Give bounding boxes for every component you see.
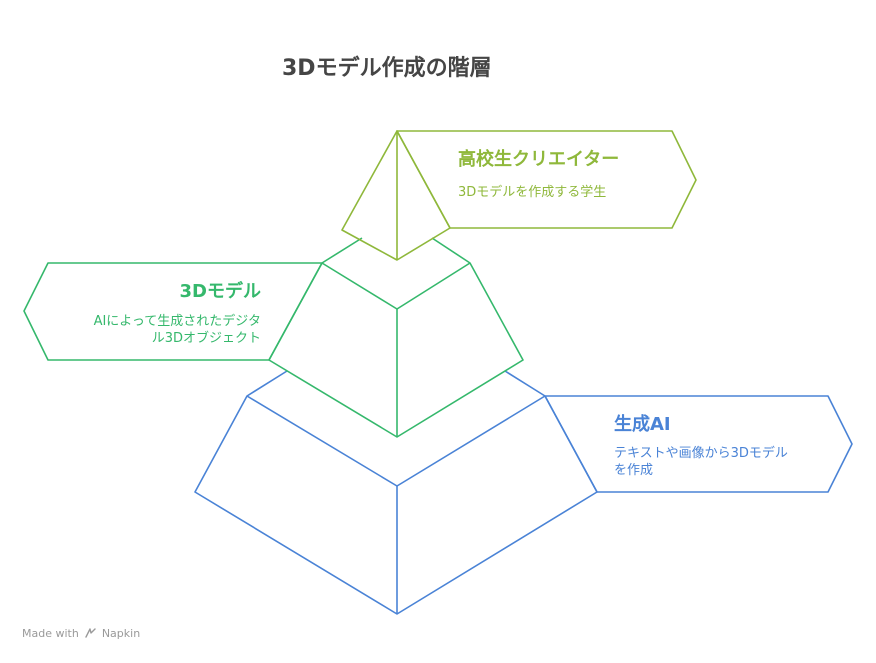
model-description-line-2: ル3Dオブジェクト	[151, 331, 261, 346]
model-description-line-1: AIによって生成されたデジタ	[93, 314, 261, 329]
ai-description-line-1: テキストや画像から3Dモデル	[614, 446, 788, 461]
ai-description: テキストや画像から3Dモデル を作成	[614, 445, 788, 479]
napkin-logo-icon	[85, 628, 97, 638]
model-description: AIによって生成されたデジタ ル3Dオブジェクト	[94, 313, 261, 347]
pyramid-level-3d-model	[23, 237, 524, 438]
footer-made-with: Made with	[22, 627, 79, 640]
diagram-title: 3Dモデル作成の階層	[282, 56, 492, 81]
model-heading: 3Dモデル	[179, 281, 261, 302]
ai-description-line-2: を作成	[614, 463, 654, 478]
pyramid-level-generative-ai	[194, 370, 853, 615]
callout-generative-ai	[544, 395, 853, 493]
pyramid-level-creator	[341, 130, 697, 261]
callout-3d-model	[23, 262, 323, 361]
callout-creator	[396, 130, 697, 229]
creator-heading: 高校生クリエイター	[458, 149, 620, 170]
creator-description: 3Dモデルを作成する学生	[458, 185, 607, 200]
footer-attribution: Made with Napkin	[22, 627, 140, 640]
footer-brand: Napkin	[101, 627, 141, 640]
ai-heading: 生成AI	[614, 414, 671, 435]
